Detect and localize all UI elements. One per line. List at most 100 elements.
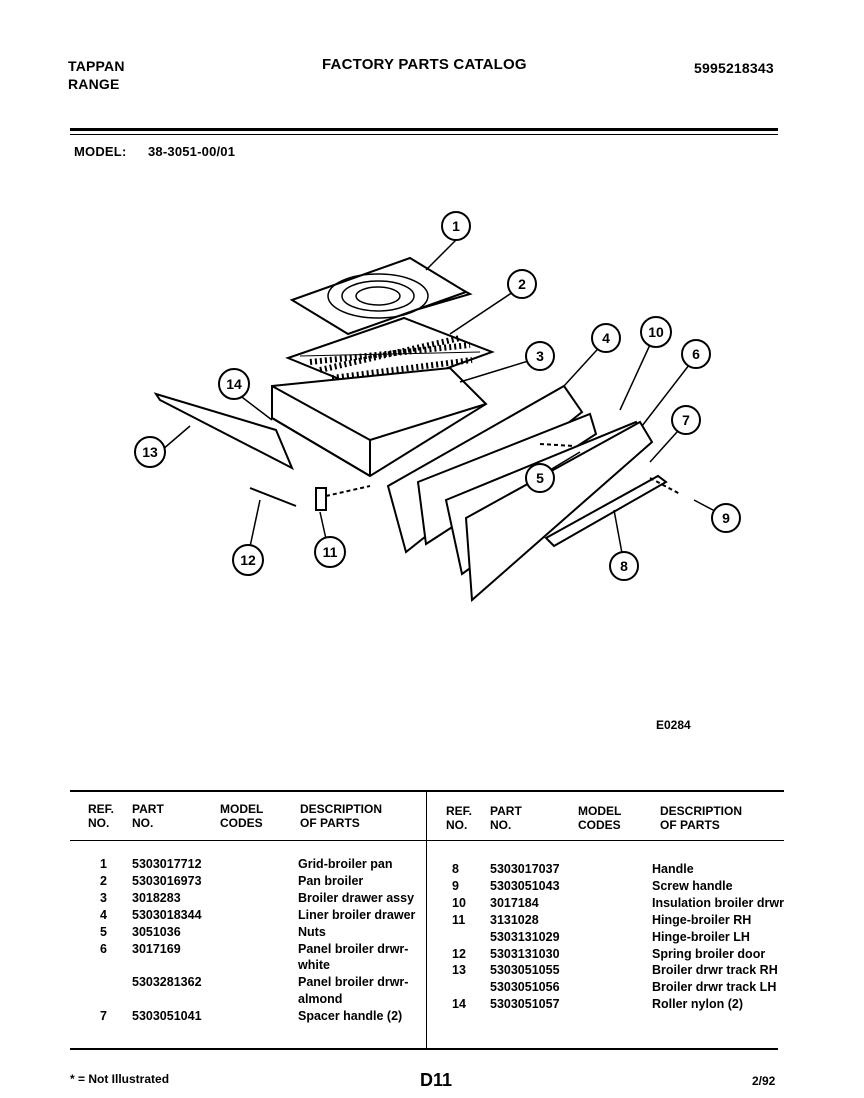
- callout-3: 3: [525, 341, 555, 371]
- table-cell-desc: Pan broiler: [298, 873, 364, 888]
- table-cell-ref: 1: [100, 857, 107, 871]
- table-cell-ref: 9: [452, 878, 459, 893]
- table-cell-part: 5303016973: [132, 873, 202, 888]
- handle-drawing: [544, 474, 681, 548]
- svg-text:2: 2: [518, 276, 526, 292]
- table-cell-ref: 10: [452, 895, 466, 910]
- table-cell-part: 3018283: [132, 890, 181, 905]
- svg-text:6: 6: [692, 346, 700, 362]
- header-rule: [70, 128, 778, 131]
- table-cell-desc: almond: [298, 992, 343, 1007]
- callout-7: 7: [671, 405, 701, 435]
- table-cell-desc: Roller nylon (2): [652, 997, 743, 1012]
- table-cell-desc: Hinge-broiler LH: [652, 929, 750, 944]
- callout-11: 11: [314, 536, 346, 568]
- table-cell-part: 5303131030: [490, 946, 560, 961]
- broiler-drawer-drawing: [271, 366, 488, 478]
- table-cell-part: 5303018344: [132, 907, 202, 922]
- callout-6: 6: [681, 339, 711, 369]
- catalog-title: FACTORY PARTS CATALOG: [322, 56, 527, 73]
- callout-5: 5: [525, 463, 555, 493]
- svg-text:14: 14: [226, 376, 242, 392]
- col-header-desc: DESCRIPTION OF PARTS: [300, 802, 383, 830]
- table-cell-part: 5303051055: [490, 963, 560, 978]
- table-cell-desc: Broiler drawer assy: [298, 890, 415, 905]
- svg-text:1: 1: [452, 218, 460, 234]
- table-cell-part: 5303051043: [490, 878, 560, 893]
- callout-1: 1: [441, 211, 471, 241]
- callout-9: 9: [711, 503, 741, 533]
- table-cell-part: 5303051057: [490, 997, 560, 1012]
- callout-13: 13: [134, 436, 166, 468]
- svg-text:5: 5: [536, 470, 544, 486]
- table-cell-desc: Handle: [652, 862, 694, 876]
- figure-code: E0284: [656, 718, 691, 732]
- svg-text:8: 8: [620, 558, 628, 574]
- svg-text:10: 10: [648, 324, 664, 340]
- table-cell-ref: 14: [452, 997, 466, 1012]
- table-cell-desc: Nuts: [298, 924, 326, 939]
- revision-date: 2/92: [752, 1074, 776, 1088]
- table-cell-part: 5303017712: [132, 857, 202, 871]
- table-cell-part: 3017184: [490, 895, 539, 910]
- callout-12: 12: [232, 544, 264, 576]
- svg-text:13: 13: [142, 444, 158, 460]
- table-header-rule: [70, 840, 784, 841]
- col-header-desc-right: DESCRIPTION OF PARTS: [660, 804, 743, 832]
- brand-line-1: TAPPAN: [68, 58, 125, 74]
- table-cell-desc: Insulation broiler drwr: [652, 895, 784, 910]
- col-header-model-right: MODEL CODES: [578, 804, 622, 832]
- col-header-part: PART NO.: [132, 802, 164, 830]
- table-cell-part: 3051036: [132, 924, 181, 939]
- table-cell-desc: Panel broiler drwr-: [298, 975, 409, 990]
- model-label: MODEL:: [74, 144, 127, 159]
- table-cell-part: 3131028: [490, 912, 539, 927]
- table-cell-part: 5303051056: [490, 980, 560, 995]
- table-cell-ref: 13: [452, 963, 466, 978]
- table-cell-ref: 4: [100, 907, 107, 922]
- header-rule-thin: [70, 134, 778, 135]
- svg-text:4: 4: [602, 330, 610, 346]
- col-header-ref: REF. NO.: [88, 802, 115, 830]
- table-cell-desc: Liner broiler drawer: [298, 907, 416, 922]
- table-cell-ref: 3: [100, 890, 107, 905]
- table-cell-ref: 7: [100, 1009, 107, 1024]
- table-cell-desc: Broiler drwr track LH: [652, 980, 777, 995]
- spring-hinge-drawing: [249, 485, 371, 511]
- svg-text:7: 7: [682, 412, 690, 428]
- col-header-ref-right: REF. NO.: [446, 804, 473, 832]
- grid-broiler-pan-drawing: [289, 256, 473, 336]
- not-illustrated-note: * = Not Illustrated: [70, 1072, 170, 1086]
- table-cell-desc: Panel broiler drwr-: [298, 941, 409, 956]
- table-bottom-rule: [70, 1048, 778, 1050]
- table-cell-desc: Hinge-broiler RH: [652, 912, 752, 927]
- table-cell-part: 5303131029: [490, 929, 560, 944]
- table-cell-desc: white: [298, 958, 330, 973]
- callout-2: 2: [507, 269, 537, 299]
- brand-line-2: RANGE: [68, 76, 120, 92]
- callout-8: 8: [609, 551, 639, 581]
- table-cell-part: 5303051041: [132, 1009, 202, 1024]
- table-cell-part: 5303281362: [132, 975, 202, 990]
- callout-14: 14: [218, 368, 250, 400]
- table-cell-part: 5303017037: [490, 862, 560, 876]
- svg-text:11: 11: [323, 544, 338, 560]
- table-cell-desc: Grid-broiler pan: [298, 857, 393, 871]
- table-cell-desc: Broiler drwr track RH: [652, 963, 778, 978]
- table-cell-ref: 6: [100, 941, 107, 956]
- table-top-rule: [70, 790, 784, 792]
- svg-text:12: 12: [240, 552, 256, 568]
- table-center-divider: [426, 792, 427, 1048]
- table-cell-ref: 5: [100, 924, 107, 939]
- col-header-model: MODEL CODES: [220, 802, 264, 830]
- table-cell-ref: 11: [452, 912, 466, 927]
- callout-10: 10: [640, 316, 672, 348]
- exploded-parts-diagram: 1 2 3 4 10 6 14 13 7 5 9 12 11 8: [134, 211, 741, 603]
- table-cell-part: 3017169: [132, 941, 181, 956]
- svg-text:3: 3: [536, 348, 544, 364]
- table-cell-desc: Spring broiler door: [652, 946, 766, 961]
- table-cell-ref: 2: [100, 873, 107, 888]
- col-header-part-right: PART NO.: [490, 804, 522, 832]
- catalog-number: 5995218343: [694, 60, 774, 76]
- table-cell-desc: Spacer handle (2): [298, 1009, 403, 1024]
